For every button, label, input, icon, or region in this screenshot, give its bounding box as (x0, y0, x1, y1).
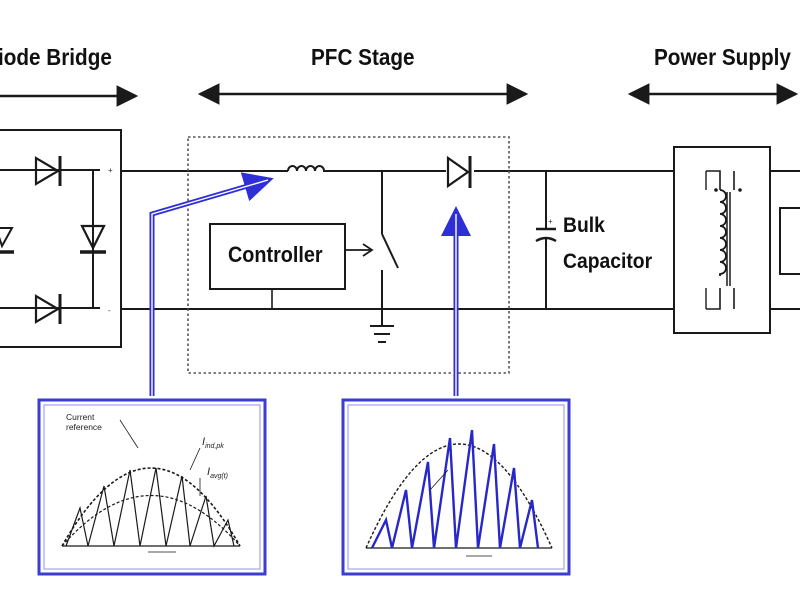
power-supply-label: Power Supply (654, 44, 791, 70)
boost-diode-icon (446, 155, 472, 189)
current-reference-label-line1: Current (66, 412, 95, 422)
controller-label: Controller (228, 242, 323, 267)
pfc-stage-label: PFC Stage (311, 44, 415, 70)
power-supply-block (673, 146, 800, 334)
svg-text:-: - (108, 306, 111, 315)
switch-icon (381, 171, 399, 326)
diode-bridge-block: + - (0, 129, 122, 348)
diode-icon (0, 227, 14, 254)
controller-block (209, 223, 374, 309)
peak-current-label: Iind,pk (202, 436, 224, 451)
diode-icon (34, 156, 62, 186)
average-current-label: Iavg(t) (207, 466, 228, 481)
transformer-icon (714, 188, 742, 286)
ground-icon (370, 325, 394, 343)
diode-current-waveform (341, 398, 571, 576)
svg-text:+: + (548, 217, 553, 226)
dc-rails (121, 170, 800, 310)
diode-bridge-label: iode Bridge (0, 44, 112, 70)
svg-text:+: + (108, 166, 113, 175)
inductor-icon (287, 165, 326, 172)
bulk-capacitor-icon: + (535, 171, 557, 309)
inductor-current-pointer (149, 172, 274, 396)
pfc-stage-boundary (187, 136, 510, 374)
bulk-capacitor-label-line1: Bulk (563, 214, 605, 237)
diode-icon (80, 224, 106, 254)
current-reference-label-line2: reference (66, 422, 102, 432)
diode-icon (34, 294, 62, 324)
bulk-capacitor-label-line2: Capacitor (563, 250, 653, 273)
inductor-current-waveform (37, 398, 267, 576)
